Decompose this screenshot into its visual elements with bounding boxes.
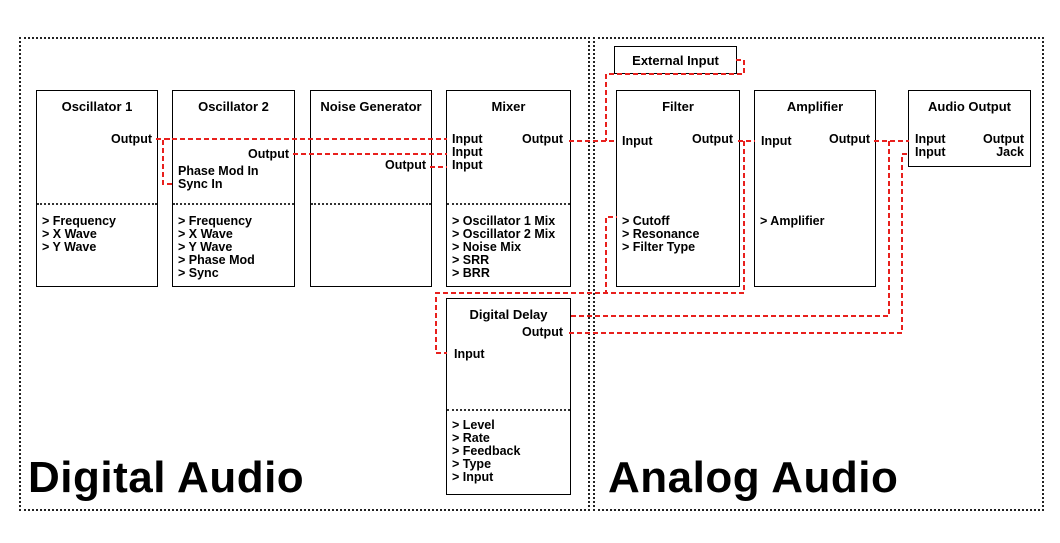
- sync-in-port[interactable]: Sync In: [178, 177, 223, 191]
- param-item[interactable]: > Y Wave: [42, 240, 97, 254]
- param-list: > Level > Rate > Feedback > Type > Input: [452, 419, 520, 484]
- input-port[interactable]: Input: [452, 132, 483, 146]
- divider: [173, 203, 294, 205]
- output-port[interactable]: Output: [385, 158, 426, 172]
- param-item[interactable]: > Level: [452, 418, 495, 432]
- param-item[interactable]: > Sync: [178, 266, 219, 280]
- param-item[interactable]: > BRR: [452, 266, 490, 280]
- output-port[interactable]: Output: [522, 325, 563, 339]
- divider: [311, 203, 431, 205]
- module-title: Oscillator 1: [61, 99, 133, 114]
- module-title: Audio Output: [927, 99, 1012, 114]
- param-item[interactable]: > Oscillator 2 Mix: [452, 227, 556, 241]
- module-title: Oscillator 2: [198, 99, 269, 114]
- output-port[interactable]: Output: [248, 147, 289, 161]
- param-item[interactable]: > Filter Type: [622, 240, 696, 254]
- divider: [37, 203, 157, 205]
- param-item[interactable]: > X Wave: [178, 227, 233, 241]
- digital-delay-module[interactable]: Digital Delay Output Input > Level > Rat…: [446, 298, 571, 495]
- param-item[interactable]: > Feedback: [452, 444, 521, 458]
- amplifier-module[interactable]: Amplifier Input Output > Amplifier: [754, 90, 876, 287]
- filter-module[interactable]: Filter Input Output > Cutoff > Resonance…: [616, 90, 740, 287]
- param-item[interactable]: > Phase Mod: [178, 253, 255, 267]
- digital-audio-title: Digital Audio: [28, 453, 305, 502]
- param-item[interactable]: > Noise Mix: [452, 240, 522, 254]
- module-title: Filter: [662, 99, 694, 114]
- input-port[interactable]: Input: [622, 134, 653, 148]
- module-title: Noise Generator: [320, 99, 422, 114]
- input-port[interactable]: Input: [915, 132, 946, 146]
- param-list: > Oscillator 1 Mix > Oscillator 2 Mix > …: [452, 215, 555, 280]
- external-input-module[interactable]: External Input: [614, 46, 737, 74]
- param-item[interactable]: > Frequency: [42, 214, 116, 228]
- param-list: > Frequency > X Wave > Y Wave: [42, 215, 116, 254]
- input-port[interactable]: Input: [454, 347, 485, 361]
- input-port[interactable]: Input: [452, 158, 483, 172]
- module-title: Amplifier: [786, 99, 844, 114]
- divider: [447, 203, 570, 205]
- param-item[interactable]: > Amplifier: [760, 214, 825, 228]
- divider: [447, 409, 570, 411]
- output-port[interactable]: Output: [522, 132, 563, 146]
- input-port[interactable]: Input: [761, 134, 792, 148]
- module-title: Digital Delay: [469, 307, 548, 322]
- mixer-module[interactable]: Mixer Input Input Input Output > Oscilla…: [446, 90, 571, 287]
- output-port[interactable]: Output: [692, 132, 733, 146]
- param-item[interactable]: > Input: [452, 470, 494, 484]
- param-list: > Cutoff > Resonance > Filter Type: [622, 215, 699, 254]
- module-title: Mixer: [491, 99, 526, 114]
- module-title: External Input: [632, 53, 719, 68]
- audio-output-module[interactable]: Audio Output Input Input Output Jack: [908, 90, 1031, 167]
- param-item[interactable]: > X Wave: [42, 227, 97, 241]
- output-jack-label: Jack: [996, 145, 1024, 159]
- oscillator-2-module[interactable]: Oscillator 2 Output Phase Mod In Sync In…: [172, 90, 295, 287]
- noise-generator-module[interactable]: Noise Generator Output: [310, 90, 432, 287]
- param-item[interactable]: > Y Wave: [178, 240, 233, 254]
- output-port[interactable]: Output: [983, 132, 1024, 146]
- param-list: > Frequency > X Wave > Y Wave > Phase Mo…: [178, 215, 255, 280]
- param-item[interactable]: > Rate: [452, 431, 490, 445]
- param-item[interactable]: > SRR: [452, 253, 490, 267]
- input-port[interactable]: Input: [915, 145, 946, 159]
- output-port[interactable]: Output: [829, 132, 870, 146]
- output-port[interactable]: Output: [111, 132, 152, 146]
- param-item[interactable]: > Type: [452, 457, 492, 471]
- param-list: > Amplifier: [760, 215, 824, 228]
- analog-audio-title: Analog Audio: [608, 453, 899, 502]
- oscillator-1-module[interactable]: Oscillator 1 Output > Frequency > X Wave…: [36, 90, 158, 287]
- input-port[interactable]: Input: [452, 145, 483, 159]
- phase-mod-in-port[interactable]: Phase Mod In: [178, 164, 259, 178]
- param-item[interactable]: > Frequency: [178, 214, 252, 228]
- param-item[interactable]: > Oscillator 1 Mix: [452, 214, 556, 228]
